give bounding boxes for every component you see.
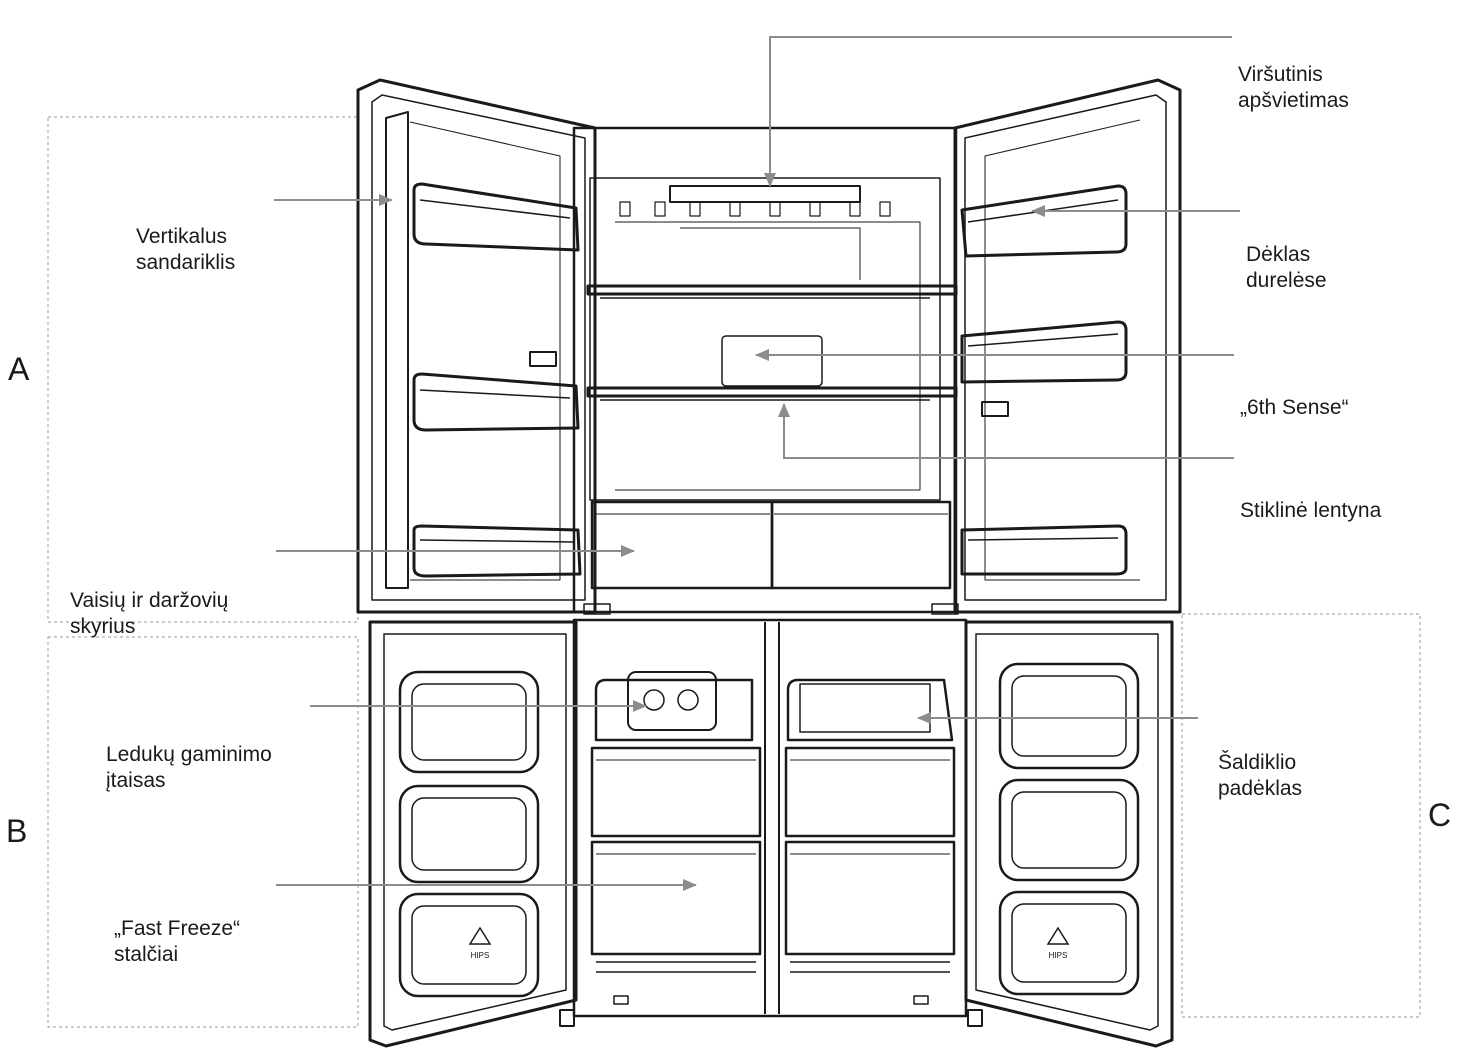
right-door-bin-top	[960, 184, 1128, 258]
hips-badge-left: HIPS	[471, 951, 490, 960]
label-sixth-sense: „6th Sense“	[1240, 396, 1349, 419]
zone-b-label: B	[6, 813, 28, 849]
right-door-bin-mid	[960, 320, 1128, 384]
zone-c-label: C	[1428, 797, 1452, 833]
ice-maker	[594, 678, 754, 742]
left-door-bin-mid	[412, 372, 580, 432]
sixth-sense-module	[721, 335, 823, 387]
freezer-tray	[786, 678, 954, 742]
arrow-glass-shelf	[778, 403, 1234, 459]
crisper-right	[770, 500, 952, 590]
callout-arrows	[274, 36, 1240, 891]
arrow-top-light	[764, 36, 1232, 187]
glass-shelf-top	[586, 284, 958, 296]
fridge-outline	[356, 78, 1182, 1048]
hips-badge-right: HIPS	[1049, 951, 1068, 960]
label-fast-freeze: „Fast Freeze“stalčiai	[114, 917, 241, 966]
glass-shelf-middle	[586, 386, 958, 398]
label-glass-shelf: Stiklinė lentyna	[1240, 499, 1382, 522]
zone-c-box	[1181, 613, 1421, 1018]
zone-b-box	[47, 636, 359, 1028]
recycle-icon	[468, 926, 1070, 945]
freezer-drawer-right-upper	[784, 746, 956, 838]
zone-a-label: A	[8, 351, 30, 387]
right-upper-door	[953, 78, 1182, 614]
left-door-bin-top	[412, 182, 580, 252]
left-freezer-door	[368, 620, 578, 1048]
freezer-drawer-left-upper	[590, 746, 762, 838]
right-freezer-door	[964, 620, 1174, 1048]
left-door-bin-bottom	[412, 524, 582, 578]
top-light	[669, 185, 861, 203]
crisper-left	[590, 500, 774, 590]
left-upper-door	[356, 78, 597, 614]
fast-freeze-drawer-right	[784, 840, 956, 956]
fridge-cabinet	[572, 126, 958, 614]
right-door-bin-bottom	[960, 524, 1128, 576]
zone-boxes	[47, 116, 1421, 1028]
fast-freeze-drawer-left	[590, 840, 762, 956]
